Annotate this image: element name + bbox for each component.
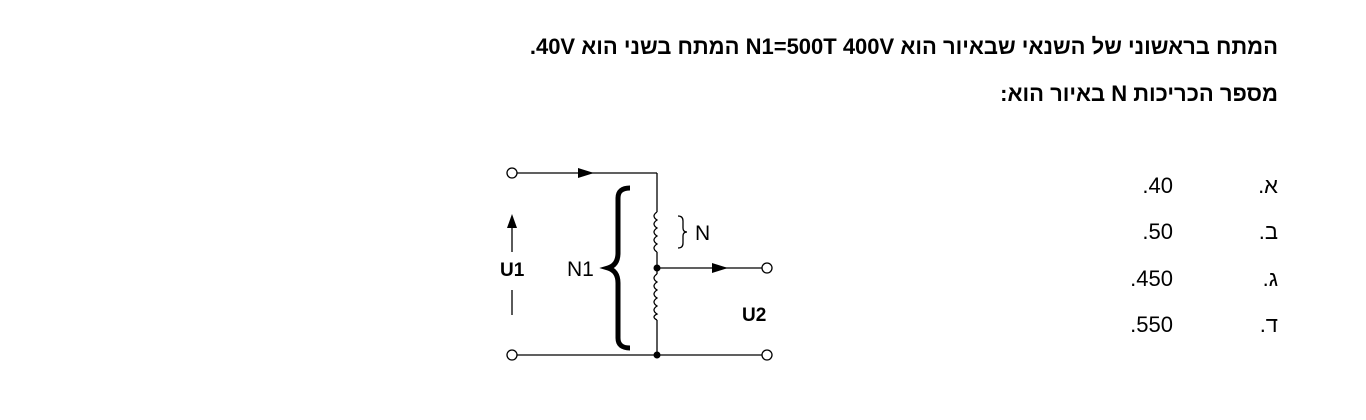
option-letter: ב. bbox=[1258, 219, 1278, 244]
terminal-input-bottom bbox=[506, 349, 518, 361]
coil-lower bbox=[653, 273, 659, 321]
option-letter: ד. bbox=[1259, 312, 1278, 337]
option-letter: א. bbox=[1258, 173, 1278, 198]
option-letter: ג. bbox=[1262, 266, 1278, 291]
question-line-2: מספר הכריכות N באיור הוא: bbox=[1000, 81, 1278, 106]
option-value: 40. bbox=[1142, 173, 1173, 198]
u1-arrow-icon bbox=[507, 214, 517, 228]
option-b[interactable]: ב. 50. bbox=[1118, 217, 1278, 247]
n1-label: N1 bbox=[567, 258, 594, 281]
option-value: 50. bbox=[1142, 219, 1173, 244]
option-a[interactable]: א. 40. bbox=[1118, 171, 1278, 201]
terminal-output-bottom bbox=[761, 349, 773, 361]
n-label: N bbox=[695, 222, 710, 245]
coil-upper-n bbox=[653, 211, 659, 253]
terminal-input-top bbox=[506, 167, 518, 179]
option-value: 450. bbox=[1130, 266, 1173, 291]
option-d[interactable]: ד. 550. bbox=[1118, 310, 1278, 340]
tap-junction bbox=[653, 264, 661, 272]
current-arrow-icon bbox=[578, 168, 594, 178]
n1-brace bbox=[599, 185, 631, 351]
terminal-output-top bbox=[761, 262, 773, 274]
option-c[interactable]: ג. 450. bbox=[1118, 264, 1278, 294]
option-value: 550. bbox=[1130, 312, 1173, 337]
question-line-1: המתח בראשוני של השנאי שבאיור הוא N1=500T… bbox=[529, 34, 1278, 59]
u2-label: U2 bbox=[742, 305, 766, 326]
n-brace bbox=[677, 215, 688, 249]
output-arrow-icon bbox=[712, 263, 728, 273]
bottom-junction bbox=[653, 351, 661, 359]
u1-label: U1 bbox=[500, 260, 525, 281]
